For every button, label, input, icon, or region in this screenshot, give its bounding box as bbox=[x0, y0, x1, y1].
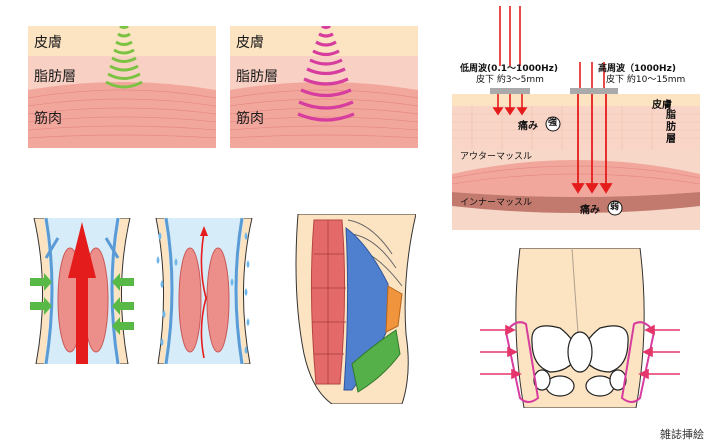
high-freq-arrows bbox=[571, 94, 613, 194]
muscle-pump-graphic bbox=[30, 218, 134, 364]
fat-label: 脂肪層 bbox=[666, 110, 676, 145]
green-inward-arrows bbox=[30, 273, 134, 335]
low-freq-depth: 皮下 約3〜5mm bbox=[476, 75, 544, 85]
outer-muscle-label: アウターマッスル bbox=[460, 152, 533, 162]
tissue-layers-green bbox=[28, 26, 216, 148]
muscle-label: 筋肉 bbox=[236, 111, 264, 127]
pelvis-panel bbox=[480, 248, 680, 408]
muscle-label: 筋肉 bbox=[34, 111, 62, 127]
abdominal-graphic bbox=[295, 214, 416, 404]
high-freq-label: 高周波（1000Hz) bbox=[598, 64, 676, 74]
left-band-icon bbox=[504, 321, 540, 403]
low-freq-arrows bbox=[492, 94, 528, 116]
high-electrode-icon bbox=[570, 88, 618, 94]
caption: 雑誌挿絵 bbox=[660, 428, 704, 441]
tissue-layers-magenta bbox=[230, 26, 418, 148]
pain-strong-circle: 強 bbox=[548, 118, 558, 128]
pelvis-graphic bbox=[480, 248, 680, 408]
panel-green-wave: 皮膚 脂肪層 筋肉 bbox=[28, 26, 216, 148]
fluid-graphic bbox=[155, 218, 253, 364]
low-freq-label: 低周波(0.1〜1000Hz) bbox=[460, 64, 558, 74]
pain-weak-circle: 弱 bbox=[610, 202, 620, 212]
wavy-arrow-icon bbox=[200, 231, 207, 359]
inner-muscle-label: インナーマッスル bbox=[460, 198, 533, 208]
panel-magenta-wave: 皮膚 脂肪層 筋肉 bbox=[230, 26, 418, 148]
pain-strong-label: 痛み bbox=[518, 121, 538, 132]
low-electrode-icon bbox=[490, 88, 530, 94]
muscle-pump-panel bbox=[28, 218, 136, 364]
skin-label: 皮膚 bbox=[34, 35, 62, 51]
magenta-wave-icon bbox=[297, 26, 355, 122]
high-freq-depth: 皮下 約10〜15mm bbox=[606, 75, 686, 85]
green-wave-icon bbox=[105, 26, 143, 89]
frequency-diagram: 低周波(0.1〜1000Hz) 皮下 約3〜5mm 高周波（1000Hz) 皮下… bbox=[452, 6, 700, 230]
abdominal-panel bbox=[292, 214, 416, 404]
skin-label: 皮膚 bbox=[236, 35, 264, 51]
pink-inward-arrows bbox=[480, 324, 680, 380]
droplet-icons bbox=[156, 232, 250, 354]
fat-label: 脂肪層 bbox=[236, 69, 278, 85]
fluid-panel bbox=[150, 218, 258, 364]
skin-label: 皮膚 bbox=[652, 100, 672, 111]
up-arrow-icon bbox=[68, 222, 96, 364]
pelvis-bone-icon bbox=[531, 325, 629, 397]
pain-weak-label: 痛み bbox=[580, 205, 600, 216]
right-band-icon bbox=[620, 321, 656, 403]
frequency-diagram-graphic bbox=[452, 6, 700, 230]
fat-label: 脂肪層 bbox=[34, 69, 76, 85]
